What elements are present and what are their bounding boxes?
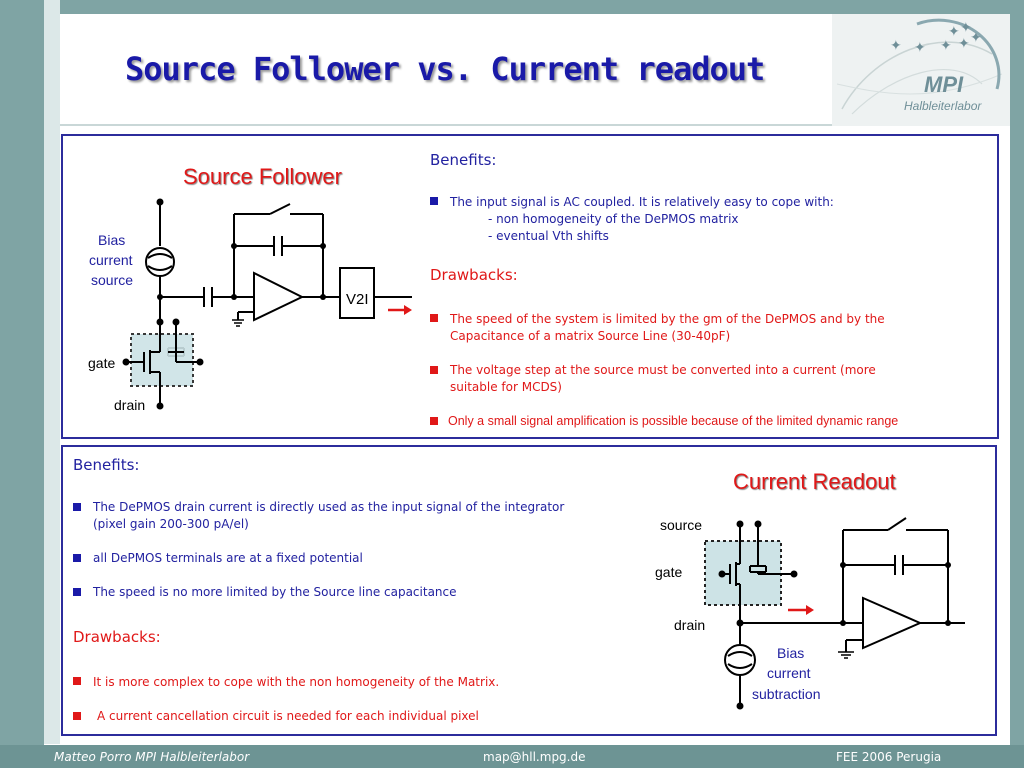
bottom-drawback-1: It is more complex to cope with the non … (93, 675, 500, 689)
cr-bias-label-1: Bias (777, 645, 805, 661)
bullet (430, 197, 438, 205)
top-drawback-2-line-1: The voltage step at the source must be c… (450, 363, 876, 377)
top-drawback-1-line-2: Capacitance of a matrix Source Line (30-… (450, 329, 731, 343)
svg-text:✦: ✦ (890, 38, 902, 54)
bullet (73, 677, 81, 685)
mpi-logo: ✦✦✦ ✦✦✦✦ MPI Halbleiterlabor (832, 14, 1010, 126)
svg-text:✦: ✦ (958, 36, 970, 52)
bullet (430, 417, 438, 425)
bullet (73, 588, 81, 596)
cr-gate-label: gate (655, 564, 683, 580)
top-drawback-3: Only a small signal amplification is pos… (448, 414, 899, 428)
sf-bias-label-1: Bias (98, 232, 126, 248)
top-benefit-1-sub-1: - non homogeneity of the DePMOS matrix (488, 212, 739, 226)
bullet (73, 503, 81, 511)
bottom-drawback-2: A current cancellation circuit is needed… (97, 709, 479, 723)
top-benefit-1-sub-2: - eventual Vth shifts (488, 229, 609, 243)
sf-bias-label-2: current (89, 252, 133, 268)
footer-event: FEE 2006 Perugia (836, 750, 942, 764)
sf-bias-label-3: source (91, 272, 134, 288)
v2i-label: V2I (346, 291, 369, 308)
bullet (73, 712, 81, 720)
bottom-benefit-3: The speed is no more limited by the Sour… (93, 585, 457, 599)
source-follower-schematic (122, 198, 412, 410)
cr-bias-label-3: subtraction (752, 686, 821, 702)
cr-drain-label: drain (674, 617, 706, 633)
current-readout-schematic (704, 517, 965, 710)
svg-text:✦: ✦ (940, 38, 952, 54)
slide-title: Source Follower vs. Current readout (125, 50, 765, 88)
cr-bias-label-2: current (767, 665, 811, 681)
sf-gate-label: gate (88, 355, 116, 371)
current-readout-panel (61, 445, 997, 736)
title-separator (60, 124, 1010, 126)
top-band (0, 0, 1024, 14)
svg-text:✦: ✦ (948, 24, 960, 40)
source-follower-panel (61, 134, 999, 439)
logo-sub: Halbleiterlabor (904, 99, 982, 113)
right-band (1010, 0, 1024, 768)
top-benefit-1: The input signal is AC coupled. It is re… (450, 195, 834, 209)
logo-name: MPI (924, 72, 964, 97)
sf-drain-label: drain (114, 397, 146, 413)
footer-email: map@hll.mpg.de (483, 750, 586, 764)
top-benefits-heading: Benefits: (430, 151, 497, 169)
bullet (73, 554, 81, 562)
svg-text:✦: ✦ (914, 40, 926, 56)
bullet (430, 314, 438, 322)
bottom-benefit-1-line-2: (pixel gain 200-300 pA/el) (93, 517, 249, 531)
bottom-benefit-2: all DePMOS terminals are at a fixed pote… (93, 551, 363, 565)
top-drawbacks-heading: Drawbacks: (430, 266, 518, 284)
source-follower-title: Source Follower (183, 164, 342, 189)
cr-source-label: source (660, 517, 703, 533)
top-drawback-1-line-1: The speed of the system is limited by th… (450, 312, 885, 326)
bottom-benefit-1-line-1: The DePMOS drain current is directly use… (93, 500, 565, 514)
top-drawback-2-line-2: suitable for MCDS) (450, 380, 562, 394)
footer-author: Matteo Porro MPI Halbleiterlabor (54, 750, 250, 764)
bottom-drawbacks-heading: Drawbacks: (73, 628, 161, 646)
left-band-inner (44, 0, 60, 744)
left-band (0, 0, 44, 768)
footer-bar: Matteo Porro MPI Halbleiterlabor map@hll… (0, 745, 1024, 768)
bottom-benefits-heading: Benefits: (73, 456, 140, 474)
svg-text:✦: ✦ (960, 20, 972, 36)
bullet (430, 366, 438, 374)
svg-text:✦: ✦ (970, 30, 982, 46)
current-readout-title: Current Readout (733, 469, 896, 494)
